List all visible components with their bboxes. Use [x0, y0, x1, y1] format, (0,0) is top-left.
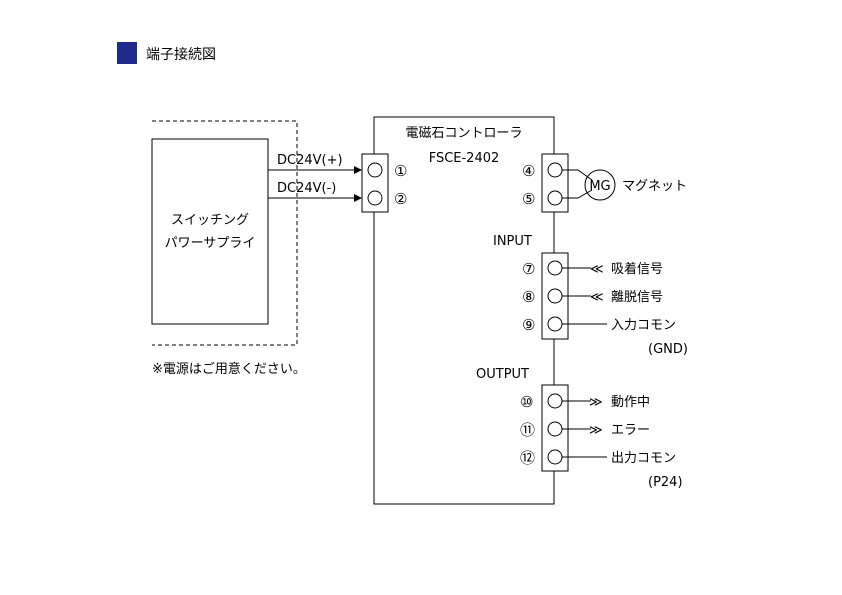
- output-title: OUTPUT: [476, 367, 529, 382]
- terminal-8: [547, 288, 563, 304]
- terminal-num-4: ④: [522, 162, 535, 180]
- terminal-4: [547, 162, 563, 178]
- terminal-11: [547, 421, 563, 437]
- controller-model: FSCE-2402: [429, 151, 500, 166]
- terminal-num-9: ⑨: [522, 316, 535, 334]
- input-title: INPUT: [493, 234, 532, 249]
- output-label-11: エラー: [611, 423, 650, 438]
- power-supply-note: ※電源はご用意ください。: [152, 361, 306, 377]
- terminal-num-7: ⑦: [522, 260, 535, 278]
- input-label-7: 吸着信号: [611, 261, 663, 277]
- title-marker-icon: [117, 42, 137, 64]
- arrow-in-7-icon: ≪: [590, 262, 604, 277]
- input-label-8: 離脱信号: [611, 290, 663, 305]
- terminal-7: [547, 260, 563, 276]
- terminal-num-10: ⑩: [520, 393, 533, 411]
- magnet-symbol: MG: [589, 179, 610, 194]
- terminal-num-2: ②: [394, 190, 407, 208]
- arrow-minus-icon: [354, 194, 362, 202]
- input-label-9: 入力コモン: [611, 318, 676, 333]
- output-label-12: 出力コモン: [611, 451, 676, 466]
- terminal-num-1: ①: [394, 162, 407, 180]
- power-supply-label-2: パワーサプライ: [165, 236, 256, 251]
- output-label-10: 動作中: [611, 395, 650, 410]
- arrow-out-10-icon: ≫: [589, 395, 603, 410]
- terminal-10: [547, 393, 563, 409]
- arrow-out-11-icon: ≫: [589, 423, 603, 438]
- terminal-9: [547, 316, 563, 332]
- terminal-2: [367, 190, 383, 206]
- terminal-num-12: ⑫: [520, 449, 535, 467]
- power-supply-enclosure-dashed: [152, 120, 298, 346]
- output-sub-12: (P24): [648, 475, 683, 490]
- wire-label-plus: DC24V(+): [277, 153, 343, 168]
- terminal-5: [547, 190, 563, 206]
- power-supply-box: [151, 138, 269, 325]
- arrow-in-8-icon: ≪: [590, 290, 604, 305]
- terminal-num-8: ⑧: [522, 288, 535, 306]
- terminal-1: [367, 162, 383, 178]
- controller-name: 電磁石コントローラ: [405, 126, 522, 141]
- wire-label-minus: DC24V(-): [277, 181, 336, 196]
- magnet-label: マグネット: [622, 179, 687, 194]
- arrow-plus-icon: [354, 166, 362, 174]
- terminal-num-5: ⑤: [522, 190, 535, 208]
- page-title: 端子接続図: [146, 46, 216, 63]
- magnet-icon: [584, 169, 616, 201]
- terminal-num-11: ⑪: [520, 421, 535, 439]
- terminal-12: [547, 449, 563, 465]
- input-sub-9: (GND): [648, 342, 688, 357]
- power-supply-label-1: スイッチング: [171, 213, 249, 228]
